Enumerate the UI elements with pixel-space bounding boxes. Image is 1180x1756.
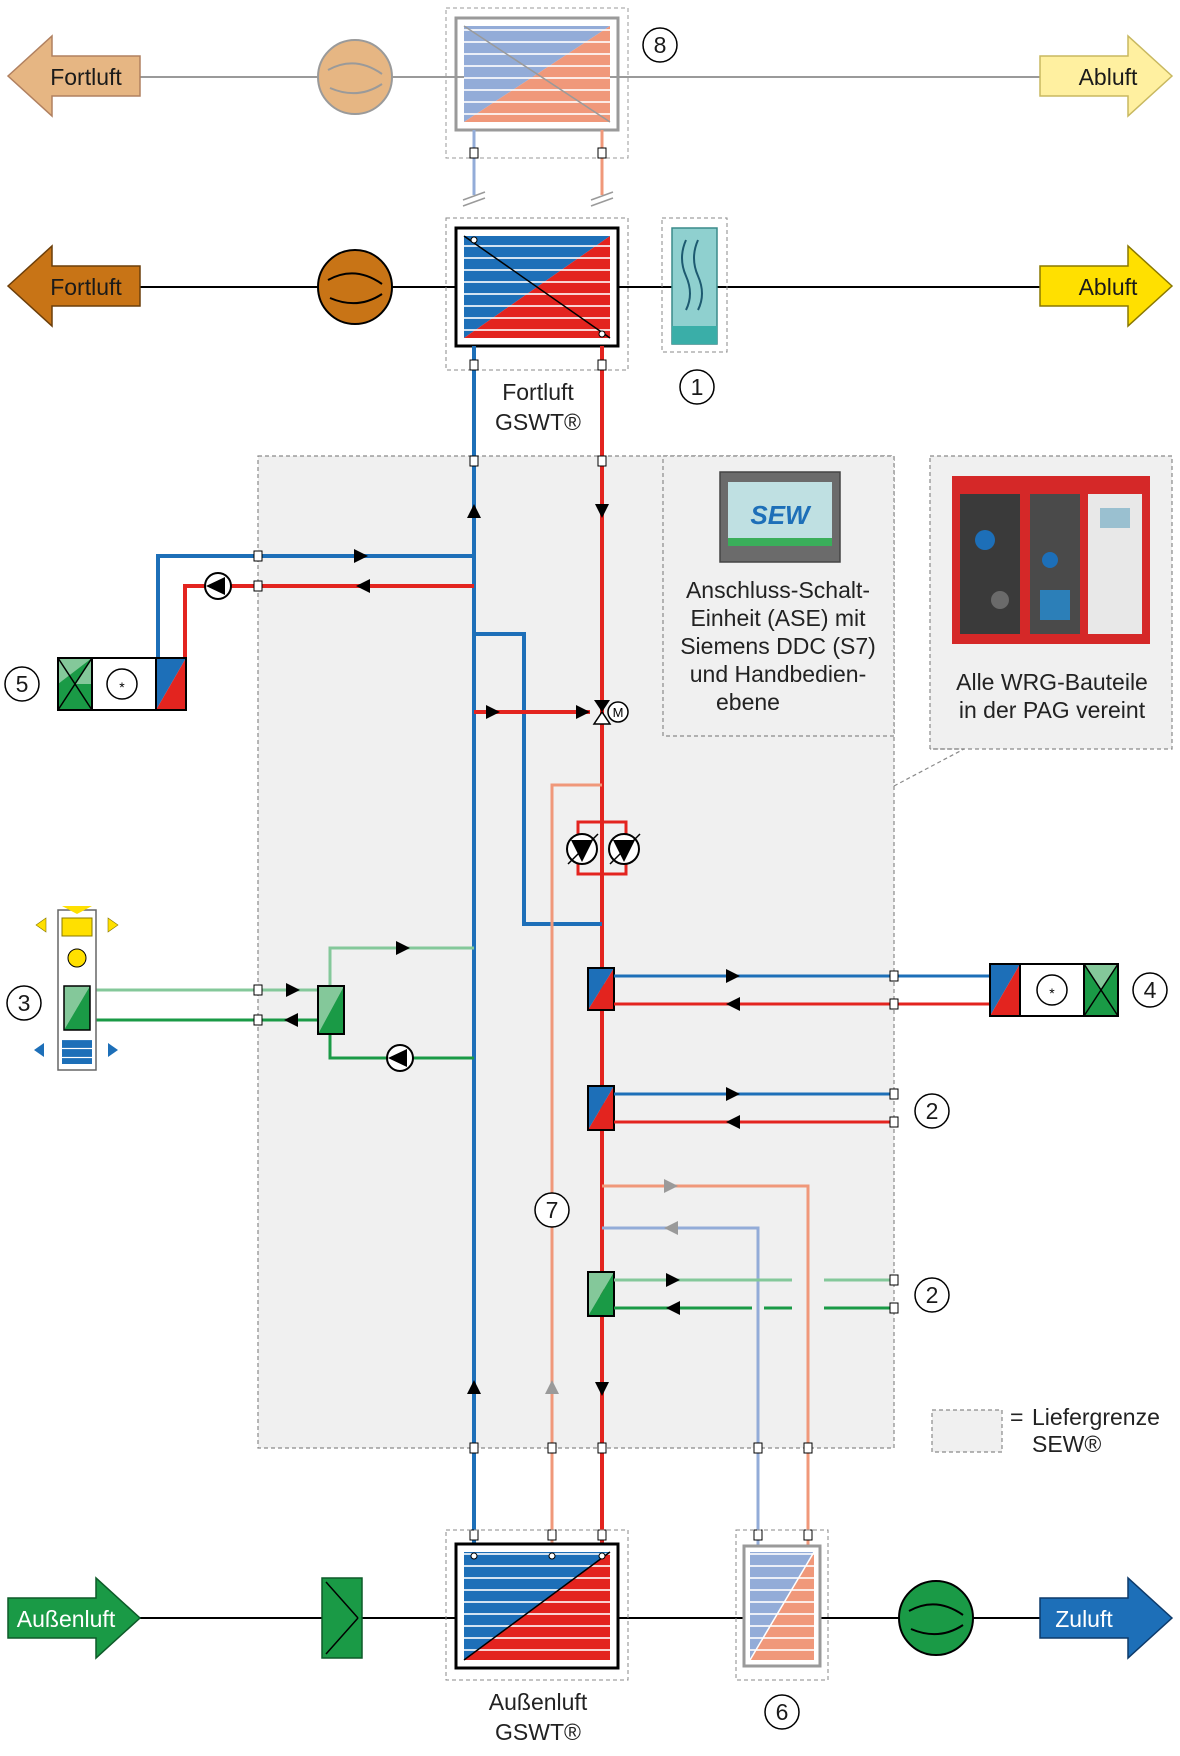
fortluft-gswt-label-1: Fortluft: [502, 379, 574, 405]
svg-text:*: *: [119, 679, 125, 695]
aussenluft-gswt-label-2: GSWT®: [495, 1719, 581, 1745]
abluft-arrow: [1039, 244, 1174, 328]
aussenluft-label: Außenluft: [17, 1606, 116, 1632]
air-handler-5: *: [57, 657, 187, 711]
humidifier-icon: [671, 227, 718, 345]
ase-line-1: Anschluss-Schalt-: [686, 577, 870, 603]
heat-exchanger-icon: [587, 967, 615, 1011]
heat-exchanger-icon: [742, 1544, 822, 1668]
zuluft-arrow: [1039, 1576, 1174, 1660]
air-handler-4: *: [989, 963, 1119, 1017]
abluft-label: Abluft: [1079, 274, 1138, 300]
marker-6: 6: [776, 1699, 789, 1725]
double-pump-icon: [566, 833, 641, 865]
ase-line-2: Einheit (ASE) mit: [690, 605, 866, 631]
exchanger-6-boundary: [735, 1529, 829, 1681]
marker-1: 1: [691, 374, 704, 400]
pag-line-1: Alle WRG-Bauteile: [956, 669, 1148, 695]
fan-icon: [317, 39, 393, 115]
svg-text:*: *: [1049, 985, 1055, 1001]
marker-2b: 2: [926, 1282, 939, 1308]
fortluft-top-arrow: [6, 34, 141, 118]
air-handler-3: [34, 906, 119, 1071]
heat-exchanger-icon: [587, 1271, 615, 1317]
ase-line-5: ebene: [716, 689, 780, 715]
heat-exchanger-icon: [587, 1085, 615, 1131]
pag-unit-photo: [952, 476, 1150, 644]
three-way-valve-icon: M: [592, 700, 629, 725]
fortluft-top-label: Fortluft: [50, 64, 122, 90]
ase-screen-brand: SEW: [750, 500, 812, 530]
legend-line-1: Liefergrenze: [1032, 1404, 1160, 1430]
ase-line-3: Siemens DDC (S7): [680, 633, 876, 659]
ase-line-4: und Handbedien-: [690, 661, 866, 687]
legend-eq: =: [1010, 1404, 1023, 1430]
fan-icon: [317, 249, 393, 325]
valve-m-label: M: [613, 705, 624, 720]
ase-controller-icon: SEW: [719, 471, 841, 563]
fan-icon: [898, 1580, 974, 1656]
marker-3: 3: [18, 990, 31, 1016]
aussenluft-gswt-boundary: [445, 1529, 629, 1681]
legend-swatch: [931, 1409, 1003, 1453]
marker-5: 5: [16, 671, 29, 697]
heat-exchanger-icon: [317, 985, 345, 1035]
abluft-top-label: Abluft: [1079, 64, 1138, 90]
exchanger-8-boundary: [445, 7, 629, 159]
fortluft-arrow: [6, 244, 141, 328]
abluft-top-arrow: [1039, 34, 1174, 118]
pipe-connectors: [253, 147, 899, 1541]
legend-line-2: SEW®: [1032, 1431, 1101, 1457]
pump-icon: [204, 572, 232, 600]
zuluft-label: Zuluft: [1055, 1606, 1113, 1632]
pag-callout: [893, 748, 965, 787]
fortluft-label: Fortluft: [50, 274, 122, 300]
aussenluft-gswt-label-1: Außenluft: [489, 1689, 588, 1715]
fortluft-gswt-label-2: GSWT®: [495, 409, 581, 435]
pump-icon: [386, 1044, 414, 1072]
pag-line-2: in der PAG vereint: [959, 697, 1146, 723]
marker-7: 7: [546, 1197, 559, 1223]
heat-exchanger-icon: [454, 226, 620, 348]
heat-exchanger-icon: [454, 1542, 620, 1670]
aussenluft-arrow: [7, 1576, 142, 1660]
marker-8: 8: [654, 32, 667, 58]
marker-2a: 2: [926, 1098, 939, 1124]
marker-4: 4: [1144, 977, 1157, 1003]
fortluft-gswt-boundary: [445, 217, 629, 371]
filter-icon: [321, 1577, 363, 1659]
heat-exchanger-icon: [454, 16, 620, 132]
